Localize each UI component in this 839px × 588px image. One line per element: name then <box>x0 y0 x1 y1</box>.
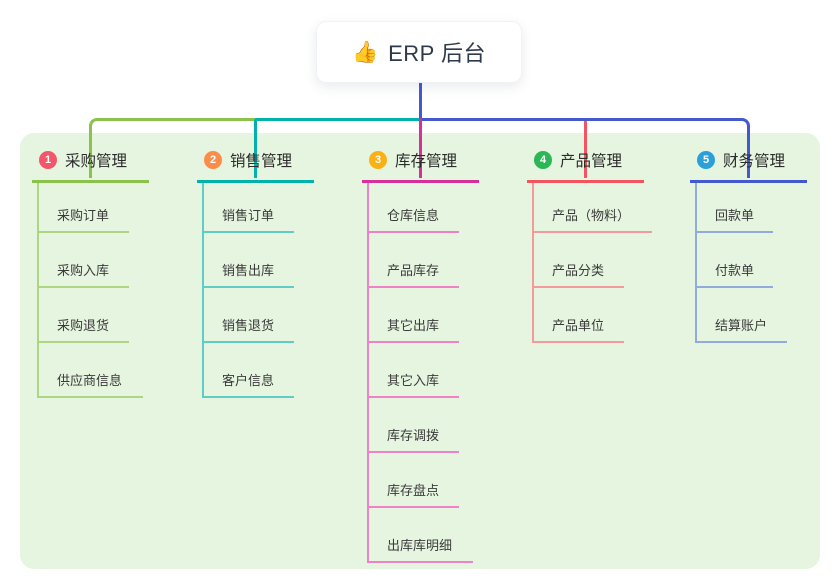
branch-node: 1 采购管理 采购订单 采购入库 采购退货 供应商信息 <box>32 149 149 398</box>
connector-branch3-drop <box>419 118 422 178</box>
child-node[interactable]: 其它入库 <box>369 343 459 398</box>
mindmap-panel <box>20 133 820 569</box>
child-node[interactable]: 采购入库 <box>39 233 129 288</box>
child-label: 销售退货 <box>222 318 275 333</box>
connector-branch2 <box>254 118 421 178</box>
child-label: 采购入库 <box>57 263 110 278</box>
child-label: 产品库存 <box>387 263 440 278</box>
child-node[interactable]: 采购订单 <box>39 183 129 233</box>
branch-header[interactable]: 4 产品管理 <box>527 149 644 183</box>
branch-node: 5 财务管理 回款单 付款单 结算账户 <box>690 149 807 343</box>
child-node[interactable]: 付款单 <box>697 233 773 288</box>
child-node[interactable]: 产品库存 <box>369 233 459 288</box>
child-label: 采购退货 <box>57 318 110 333</box>
branch-label: 产品管理 <box>560 153 623 170</box>
child-label: 销售出库 <box>222 263 275 278</box>
child-node[interactable]: 产品单位 <box>534 288 624 343</box>
branch-label: 采购管理 <box>65 153 128 170</box>
child-node[interactable]: 库存盘点 <box>369 453 459 508</box>
branch-label: 库存管理 <box>395 153 458 170</box>
thumbs-up-icon: 👍 <box>351 40 379 64</box>
child-label: 其它出库 <box>387 318 440 333</box>
branch-header[interactable]: 1 采购管理 <box>32 149 149 183</box>
child-label: 仓库信息 <box>387 208 440 223</box>
branch-number-badge: 2 <box>204 151 222 169</box>
child-node[interactable]: 采购退货 <box>39 288 129 343</box>
child-node[interactable]: 产品（物料） <box>534 183 652 233</box>
branch-node: 3 库存管理 仓库信息 产品库存 其它出库 其它入库 库存调拨 库存盘点 出库库… <box>362 149 479 563</box>
child-node[interactable]: 客户信息 <box>204 343 294 398</box>
child-node[interactable]: 销售出库 <box>204 233 294 288</box>
branch-number-badge: 4 <box>534 151 552 169</box>
child-node[interactable]: 销售订单 <box>204 183 294 233</box>
connector-branch5 <box>420 118 750 178</box>
branch-header[interactable]: 2 销售管理 <box>197 149 314 183</box>
branch-node: 2 销售管理 销售订单 销售出库 销售退货 客户信息 <box>197 149 314 398</box>
child-label: 结算账户 <box>715 318 768 333</box>
child-label: 库存盘点 <box>387 483 440 498</box>
branch-children: 产品（物料） 产品分类 产品单位 <box>532 183 652 343</box>
root-title: ERP 后台 <box>388 41 487 66</box>
root-stem-line <box>419 83 422 121</box>
child-node[interactable]: 供应商信息 <box>39 343 143 398</box>
branch-children: 销售订单 销售出库 销售退货 客户信息 <box>202 183 314 398</box>
connector-branch4-drop <box>584 121 587 178</box>
child-node[interactable]: 库存调拨 <box>369 398 459 453</box>
branch-header[interactable]: 5 财务管理 <box>690 149 807 183</box>
branch-children: 回款单 付款单 结算账户 <box>695 183 807 343</box>
child-node[interactable]: 其它出库 <box>369 288 459 343</box>
child-node[interactable]: 销售退货 <box>204 288 294 343</box>
child-label: 回款单 <box>715 208 755 223</box>
child-label: 产品分类 <box>552 263 605 278</box>
child-label: 供应商信息 <box>57 373 123 388</box>
child-label: 产品（物料） <box>552 208 631 223</box>
branch-label: 销售管理 <box>230 153 293 170</box>
child-node[interactable]: 回款单 <box>697 183 773 233</box>
child-label: 产品单位 <box>552 318 605 333</box>
branch-number-badge: 5 <box>697 151 715 169</box>
child-node[interactable]: 出库库明细 <box>369 508 473 563</box>
branch-number-badge: 3 <box>369 151 387 169</box>
child-label: 销售订单 <box>222 208 275 223</box>
child-node[interactable]: 仓库信息 <box>369 183 459 233</box>
child-label: 付款单 <box>715 263 755 278</box>
child-label: 客户信息 <box>222 373 275 388</box>
child-label: 库存调拨 <box>387 428 440 443</box>
connector-branch1 <box>89 118 256 178</box>
branch-node: 4 产品管理 产品（物料） 产品分类 产品单位 <box>527 149 652 343</box>
child-node[interactable]: 结算账户 <box>697 288 787 343</box>
branch-header[interactable]: 3 库存管理 <box>362 149 479 183</box>
child-label: 其它入库 <box>387 373 440 388</box>
child-label: 采购订单 <box>57 208 110 223</box>
child-label: 出库库明细 <box>387 538 453 553</box>
child-node[interactable]: 产品分类 <box>534 233 624 288</box>
branch-number-badge: 1 <box>39 151 57 169</box>
branch-children: 仓库信息 产品库存 其它出库 其它入库 库存调拨 库存盘点 出库库明细 <box>367 183 479 563</box>
branch-children: 采购订单 采购入库 采购退货 供应商信息 <box>37 183 149 398</box>
root-node[interactable]: 👍 ERP 后台 <box>316 21 522 83</box>
branch-label: 财务管理 <box>723 153 786 170</box>
